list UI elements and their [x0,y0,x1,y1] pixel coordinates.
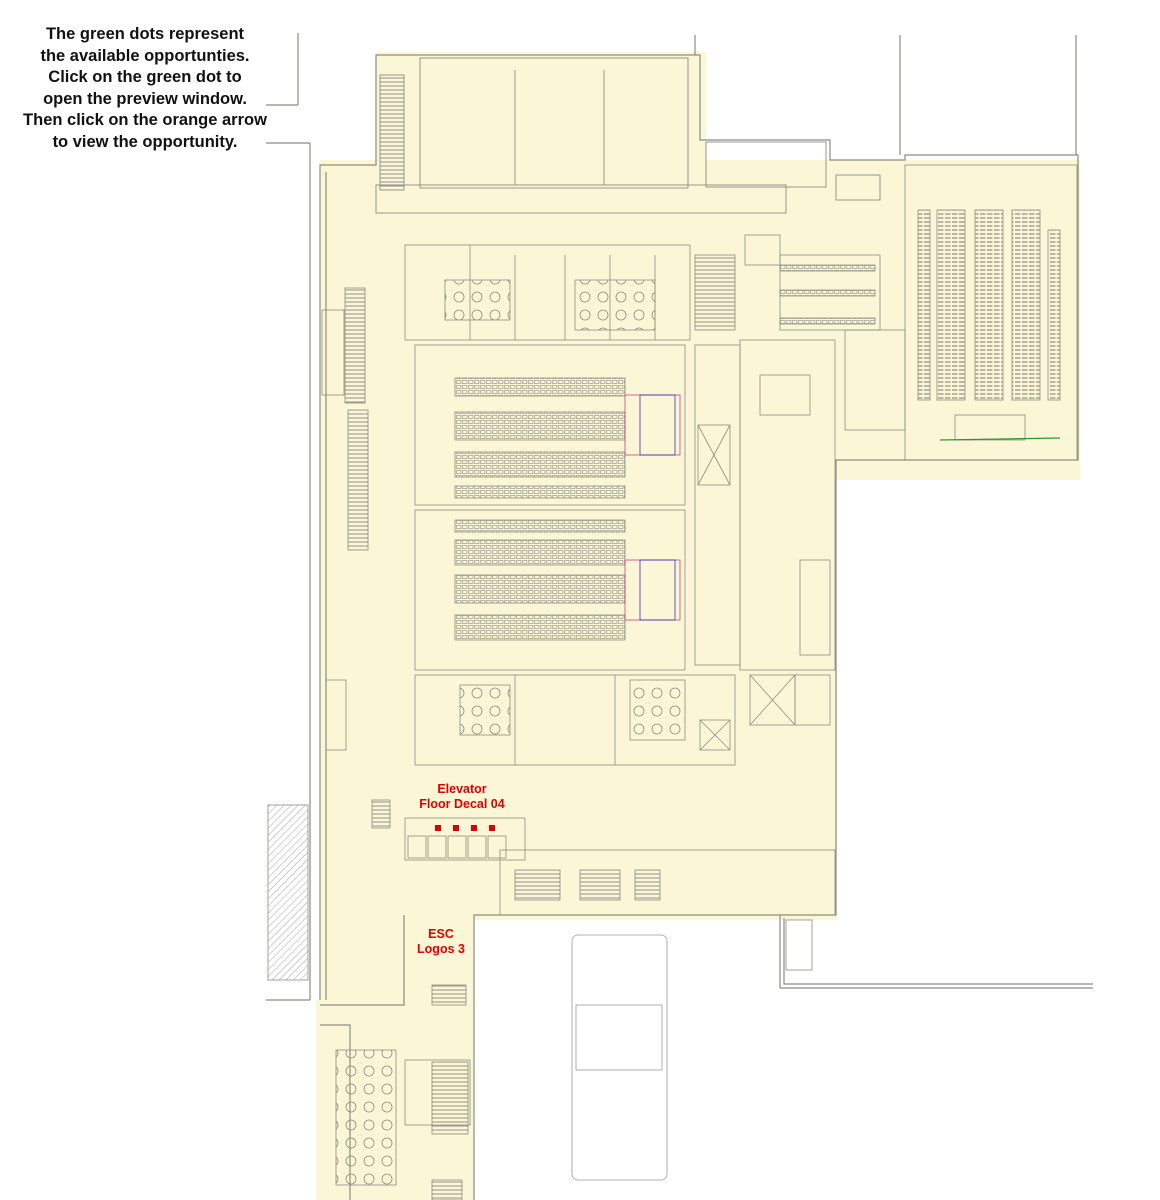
label-line: Logos 3 [417,941,465,956]
lecture-hall-lower [414,509,686,671]
instruction-line: to view the opportunity. [52,132,238,151]
label-line: Floor Decal 04 [419,796,505,811]
concourse-features [321,287,391,829]
meeting-rooms-upper [404,234,881,341]
opportunity-marker[interactable] [489,825,495,831]
instruction-line: The green dots represent [45,25,245,43]
elevator-floor-decal-label[interactable]: Elevator Floor Decal 04 [410,782,514,811]
esc-logos-label[interactable]: ESC Logos 3 [408,927,474,956]
instruction-line: open the preview window. [43,89,247,108]
right-auditorium [844,164,1078,461]
top-ballrooms [375,57,881,214]
instructions-text: The green dots represent the available o… [10,24,280,153]
opportunity-marker[interactable] [435,825,441,831]
opportunity-marker[interactable] [453,825,459,831]
label-line: Elevator [437,782,487,796]
meeting-rooms-lower [414,674,736,766]
instruction-line: the available opportunties. [40,46,250,65]
annex-outline [571,934,668,1181]
label-line: ESC [428,927,454,941]
elevator-lobby [335,817,836,1200]
service-core [694,339,836,726]
opportunity-marker[interactable] [471,825,477,831]
floor-area [316,52,1080,1200]
facade-hatch [267,804,309,981]
instruction-line: Click on the green dot to [48,68,242,86]
lecture-hall-upper [414,344,686,506]
instruction-line: Then click on the orange arrow [23,111,267,129]
